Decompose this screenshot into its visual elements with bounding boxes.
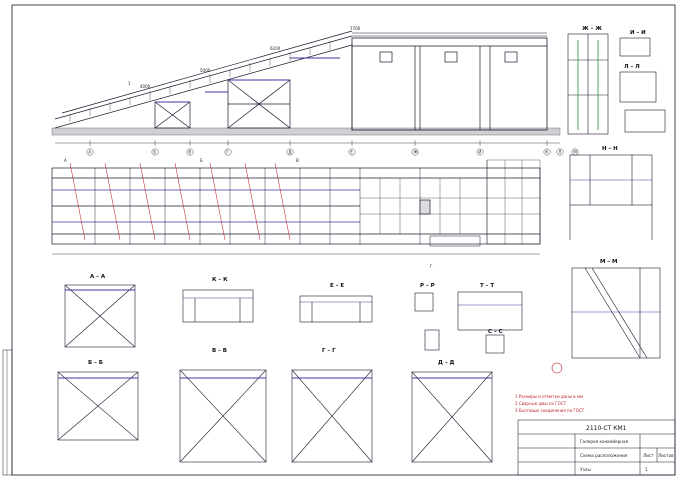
plan-mark-g: Г [430, 264, 433, 269]
notes-block: 1 Размеры и отметки даны в мм 2 Сварные … [515, 394, 585, 413]
axis-tick-circle [286, 148, 294, 156]
section-b-b [57, 371, 139, 441]
section-title-zh: Ж – Ж [582, 26, 602, 32]
main-elevation [51, 30, 561, 146]
section-a-a [64, 284, 136, 348]
section-title-d: Д – Д [438, 360, 454, 366]
title-block-row-2: Схема расположения [580, 453, 628, 458]
axis-tick-label: Б [153, 150, 156, 155]
elev-label-callout: 1 [128, 81, 131, 86]
axis-tick-label: М [573, 150, 577, 155]
title-block-code: 2110-СТ КМ1 [586, 425, 627, 432]
detail-small [414, 291, 523, 354]
title-block [517, 419, 676, 476]
plan-mark-v: В [296, 158, 299, 163]
axis-tick-label: Ж [413, 150, 418, 155]
axis-tick-circle [543, 148, 551, 156]
section-title-g: Г – Г [322, 348, 336, 354]
section-g-g [291, 369, 373, 463]
plan-view [51, 159, 541, 255]
callout-circle [551, 362, 563, 374]
section-title-n: Н – Н [602, 146, 618, 152]
binding-strip [2, 349, 13, 476]
axis-tick-label: И [478, 150, 481, 155]
elev-label-2: 6200 [270, 46, 281, 51]
section-d-d [411, 371, 493, 463]
section-title-e: Е – Е [330, 283, 344, 289]
axis-tick-circle [476, 148, 484, 156]
section-title-i: И – И [630, 30, 646, 36]
section-n-n [569, 154, 653, 240]
axis-tick-label: Д [288, 150, 291, 155]
sheet-frame [11, 4, 676, 476]
section-title-m: М – М [600, 259, 618, 265]
axis-tick-label: Г [226, 150, 229, 155]
section-title-k: К – К [212, 277, 228, 283]
section-e-e [299, 295, 373, 323]
axis-tick-label: Л [558, 150, 561, 155]
section-title-v: В – В [212, 348, 227, 354]
axis-tick-circle [186, 148, 194, 156]
plan-mark-b: Б [200, 158, 203, 163]
axis-tick-label: А [88, 150, 91, 155]
axis-tick-circle [348, 148, 356, 156]
detail-top-right [567, 33, 666, 135]
title-block-row-1: Галерея конвейерная [580, 439, 629, 444]
note-1: 1 Размеры и отметки даны в мм [515, 394, 583, 399]
title-block-sheet-number: 1 [645, 467, 648, 472]
axis-tick-circle [86, 148, 94, 156]
axis-tick-circle [151, 148, 159, 156]
section-title-a: А – А [90, 274, 106, 280]
section-title-t: Т – Т [480, 283, 494, 289]
section-title-b: Б – Б [88, 360, 103, 366]
elev-label-top: 7700 [350, 26, 361, 31]
title-block-row-3: Узлы [580, 467, 591, 472]
axis-tick-label: Е [350, 150, 353, 155]
axis-tick-label: В [188, 150, 191, 155]
axis-tick-label: К [545, 150, 548, 155]
section-k-k [182, 289, 254, 323]
section-m-m [571, 267, 661, 359]
section-title-s: С – С [488, 329, 503, 335]
section-v-v [179, 369, 267, 463]
section-title-r: Р – Р [420, 283, 435, 289]
axis-tick-circle [556, 148, 564, 156]
note-2: 2 Сварные швы по ГОСТ [515, 401, 567, 406]
section-title-l: Л – Л [624, 64, 640, 70]
note-3: 3 Болтовые соединения по ГОСТ [515, 408, 585, 413]
axis-tick-circle [571, 148, 579, 156]
elev-label-4: 4000 [140, 84, 151, 89]
axis-tick-circle [411, 148, 419, 156]
elev-label-3: 5000 [200, 68, 211, 73]
title-block-sheets-label: Листов [658, 453, 674, 458]
title-block-sheet-label: Лист [643, 453, 654, 458]
plan-mark-a: А [64, 158, 67, 163]
axis-tick-circle [224, 148, 232, 156]
